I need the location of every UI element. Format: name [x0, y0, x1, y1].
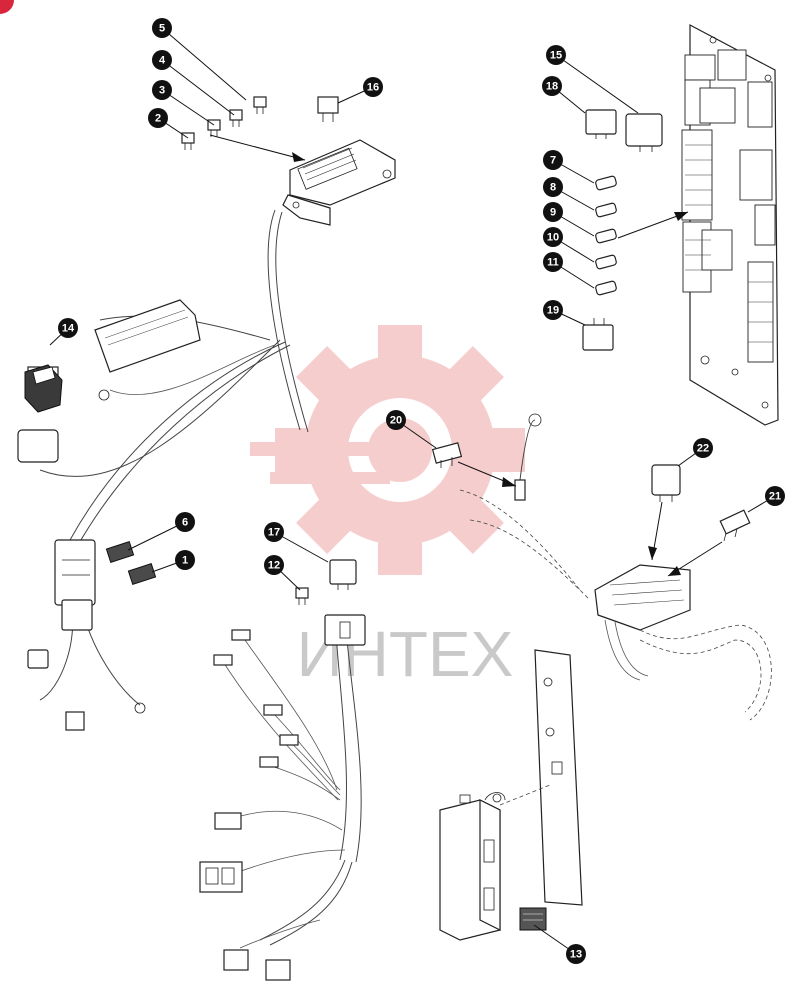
left-harness [17, 209, 309, 731]
inline-fuse-harness [459, 413, 591, 601]
relay-14 [24, 364, 63, 413]
callout-20: 20 [386, 410, 437, 449]
callout-14: 14 [49, 318, 78, 346]
callout-4: 4 [152, 50, 235, 116]
callout-7: 7 [543, 150, 595, 184]
callout-number: 17 [268, 527, 280, 539]
callout-number: 3 [159, 85, 165, 97]
callout-number: 20 [390, 415, 402, 427]
lower-harness [199, 614, 366, 981]
callout-number: 12 [268, 560, 280, 572]
watermark-gear-logo [250, 325, 525, 575]
relay-17 [329, 559, 357, 590]
relay-15 [625, 113, 663, 152]
callout-2: 2 [148, 108, 189, 139]
callout-10: 10 [543, 227, 595, 263]
callout-1: 1 [151, 550, 195, 573]
callout-number: 2 [155, 113, 161, 125]
callout-12: 12 [264, 555, 301, 591]
callout-number: 16 [367, 82, 379, 94]
callout-number: 8 [550, 182, 556, 194]
relay-19 [582, 318, 614, 351]
callout-21: 21 [747, 486, 785, 513]
callout-number: 14 [62, 323, 75, 335]
callout-17: 17 [264, 522, 329, 563]
callout-number: 10 [547, 232, 559, 244]
callout-5: 5 [152, 18, 247, 101]
mounting-bracket [534, 649, 583, 906]
callout-13: 13 [533, 924, 586, 964]
callout-number: 21 [769, 491, 781, 503]
callout-9: 9 [543, 202, 595, 237]
callout-number: 9 [550, 207, 556, 219]
callout-15: 15 [546, 45, 639, 114]
blade-fuse-7 [595, 175, 617, 191]
callout-18: 18 [542, 76, 586, 114]
fuse-relay-board [681, 24, 779, 426]
callout-number: 7 [550, 155, 556, 167]
blade-fuse-9 [595, 228, 617, 244]
callout-number: 13 [570, 949, 582, 961]
callout-number: 22 [697, 443, 709, 455]
mini-fuse-4 [229, 109, 243, 127]
auxiliary-fuse-block [594, 564, 772, 721]
mini-fuse-5 [253, 96, 267, 114]
blade-fuse-11 [595, 280, 617, 296]
control-module [439, 792, 506, 941]
callout-8: 8 [543, 177, 595, 211]
relay-18 [585, 109, 617, 139]
callout-19: 19 [543, 300, 586, 326]
micro-relay-16 [317, 96, 339, 122]
blade-fuse-8 [595, 202, 617, 218]
callout-6: 6 [127, 512, 195, 551]
blade-fuse-20 [431, 442, 463, 468]
callout-number: 1 [182, 555, 188, 567]
blade-fuse-1 [127, 563, 157, 585]
corner-badge [0, 0, 14, 14]
callout-11: 11 [543, 252, 595, 289]
callout-number: 18 [546, 81, 558, 93]
callout-number: 15 [550, 50, 562, 62]
blade-fuse-10 [595, 254, 617, 270]
blade-fuse-6 [105, 541, 135, 563]
connector-13 [519, 907, 547, 931]
callout-number: 5 [159, 23, 165, 35]
blade-fuse-21 [719, 509, 751, 542]
callout-3: 3 [152, 80, 215, 126]
relay-22 [651, 464, 681, 502]
callout-16: 16 [337, 77, 383, 104]
mini-fuse-12 [295, 587, 309, 605]
central-fuse-box [282, 139, 396, 226]
callout-22: 22 [677, 438, 713, 467]
callout-number: 19 [547, 305, 559, 317]
callout-number: 11 [547, 257, 559, 269]
callout-number: 4 [159, 55, 166, 67]
callout-number: 6 [182, 517, 188, 529]
